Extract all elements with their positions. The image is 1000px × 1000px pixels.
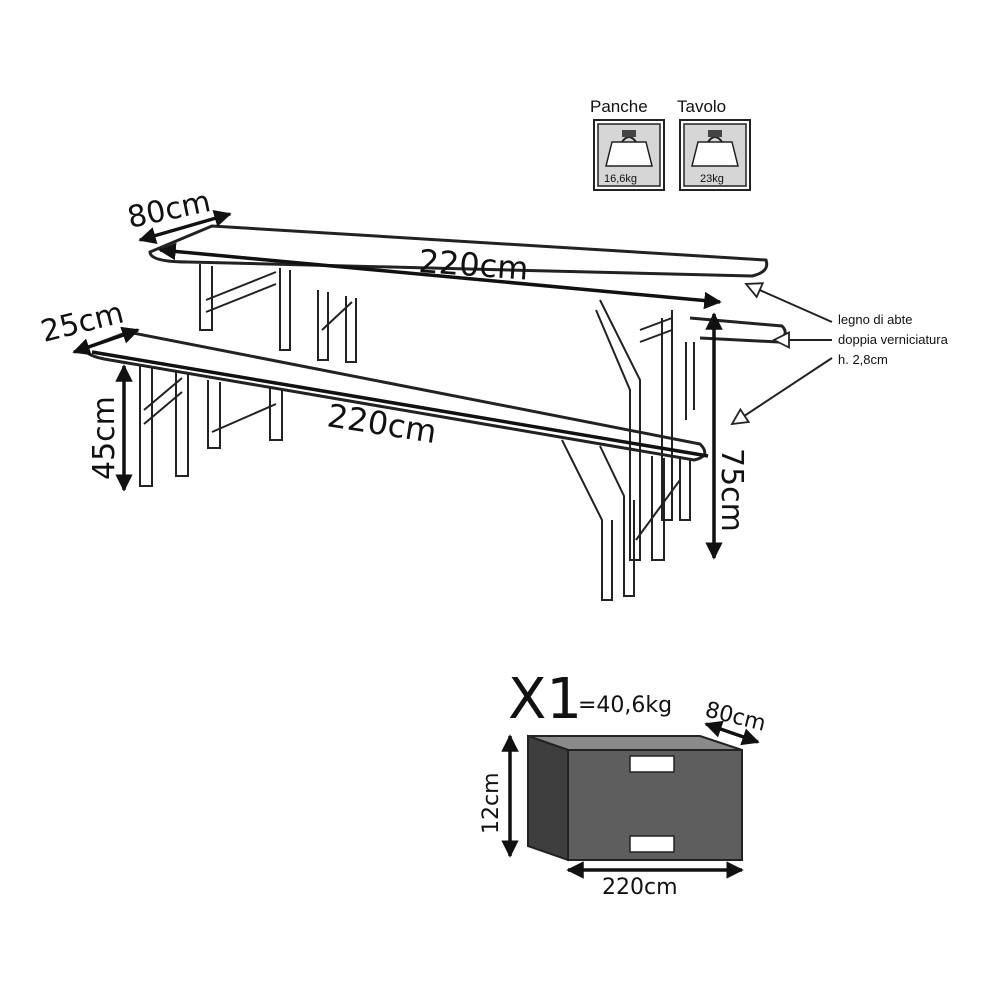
bench-depth-arrow (72, 326, 140, 356)
package-section: X1 =40,6kg 80cm 12cm 220cm (479, 667, 768, 900)
material-line-2: doppia verniciatura (838, 332, 949, 347)
benches-weight-value: 16,6kg (604, 173, 637, 185)
bench-length-label: 220cm (325, 396, 439, 451)
dimension-lines (72, 209, 723, 560)
callout-arrow-table (746, 284, 833, 323)
table-length-label: 220cm (417, 242, 529, 288)
table-depth-arrow (138, 209, 232, 245)
package-depth-arrow (704, 720, 760, 746)
table-depth-label: 80cm (124, 184, 213, 236)
package-box (527, 734, 743, 862)
box-side (527, 734, 569, 862)
material-callout: legno di abte doppia verniciatura h. 2,8… (732, 284, 949, 424)
back-bench (685, 316, 787, 420)
package-depth-label: 80cm (703, 698, 769, 737)
package-quantity: X1 (508, 667, 582, 732)
box-handle-top (629, 755, 675, 773)
callout-arrow-front-bench (732, 357, 833, 424)
table-weight-value: 23kg (700, 173, 724, 185)
box-handle-bottom (629, 835, 675, 853)
front-bench (84, 330, 707, 601)
package-total-weight: =40,6kg (578, 693, 672, 718)
package-length-label: 220cm (602, 875, 678, 900)
benches-weight-icon: 16,6kg (593, 119, 665, 191)
weights-legend: Panche Tavolo 16,6kg 23kg (590, 97, 751, 191)
material-line-1: legno di abte (838, 312, 912, 327)
table-weight-label: Tavolo (677, 97, 726, 116)
bench-depth-label: 25cm (37, 296, 127, 350)
bench-height-label: 45cm (87, 396, 122, 480)
package-height-label: 12cm (479, 772, 504, 834)
table-weight-icon: 23kg (679, 119, 751, 191)
benches-weight-label: Panche (590, 97, 648, 116)
material-line-3: h. 2,8cm (838, 352, 888, 367)
table-height-label: 75cm (714, 448, 749, 532)
table-length-arrow (158, 242, 722, 310)
bench-length-line (91, 350, 709, 458)
